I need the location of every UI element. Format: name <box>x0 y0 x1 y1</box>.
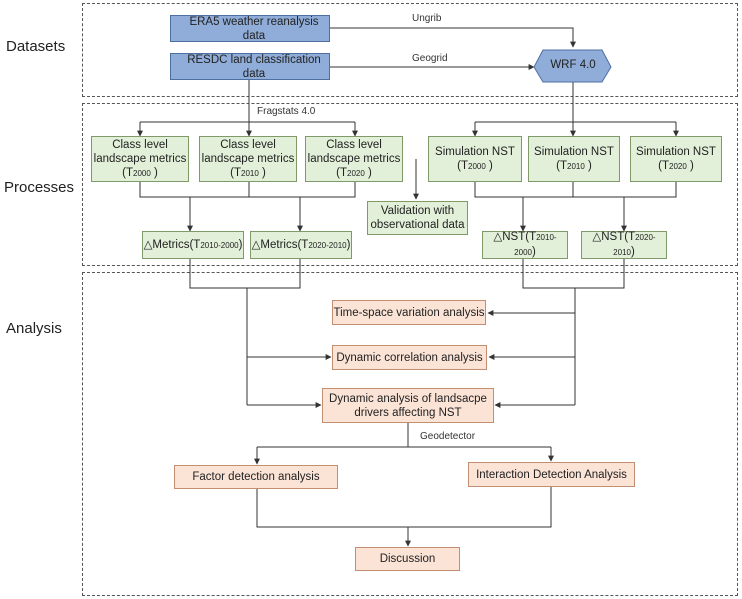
discussion-box: Discussion <box>355 547 460 571</box>
class-metrics-line1: Class level <box>220 138 276 151</box>
simulation-close: ) <box>485 159 493 172</box>
simulation-nst-2010-box: Simulation NST (T2010 ) <box>528 136 620 182</box>
era5-data-box: ERA5 weather reanalysis data <box>170 15 330 42</box>
resdc-data-box: RESDC land classification data <box>170 53 330 80</box>
delta-metrics-close: ) <box>238 238 243 251</box>
simulation-t: (T <box>556 159 567 172</box>
class-metrics-year: 2020 <box>347 168 365 178</box>
class-metrics-year: 2000 <box>133 168 151 178</box>
wrf-label: WRF 4.0 <box>550 59 596 71</box>
class-metrics-close: ) <box>150 166 158 179</box>
simulation-year: 2000 <box>468 161 486 171</box>
drivers-line2: drivers affecting NST <box>354 406 462 419</box>
simulation-year: 2010 <box>567 161 585 171</box>
delta-nst-years: 2020-2010 <box>613 233 656 257</box>
delta-metrics-close: ) <box>346 238 351 251</box>
delta-metrics-years: 2020-2010 <box>308 240 347 250</box>
resdc-label: RESDC land classification data <box>187 53 321 80</box>
class-metrics-line2: landscape metrics <box>307 152 401 165</box>
section-label-analysis: Analysis <box>6 320 62 337</box>
delta-nst-prefix: △NST(T <box>592 231 636 243</box>
wrf-hexagon <box>533 49 612 83</box>
delta-metrics-prefix: △Metrics(T <box>143 238 201 251</box>
delta-metrics-prefix: △Metrics(T <box>251 238 309 251</box>
time-space-label: Time-space variation analysis <box>333 306 485 319</box>
dynamic-correlation-label: Dynamic correlation analysis <box>336 351 483 364</box>
dynamic-correlation-box: Dynamic correlation analysis <box>332 345 487 370</box>
class-metrics-year: 2010 <box>241 168 259 178</box>
section-label-datasets: Datasets <box>6 38 66 55</box>
class-metrics-line1: Class level <box>326 138 382 151</box>
interaction-detection-box: Interaction Detection Analysis <box>468 462 635 487</box>
class-metrics-line1: Class level <box>112 138 168 151</box>
class-metrics-t: (T <box>230 166 242 179</box>
delta-nst-close: ) <box>531 246 536 258</box>
processes-panel <box>82 103 738 266</box>
section-label-processes: Processes <box>4 179 75 196</box>
interaction-detection-label: Interaction Detection Analysis <box>476 468 627 481</box>
class-metrics-line2: landscape metrics <box>93 152 187 165</box>
validation-line1: Validation with <box>380 205 455 217</box>
simulation-line1: Simulation NST <box>435 145 515 158</box>
class-metrics-2000-box: Class level landscape metrics (T2000 ) <box>91 136 189 182</box>
fragstats-label: Fragstats 4.0 <box>257 106 316 117</box>
delta-nst-2020-2010-box: △NST(T2020-2010) <box>581 231 667 259</box>
landscape-drivers-box: Dynamic analysis of landsacpe drivers af… <box>322 388 494 423</box>
datasets-panel <box>82 3 738 97</box>
factor-detection-box: Factor detection analysis <box>174 465 338 489</box>
discussion-label: Discussion <box>379 553 436 565</box>
delta-nst-2010-2000-box: △NST(T2010-2000) <box>482 231 568 259</box>
factor-detection-label: Factor detection analysis <box>192 471 320 483</box>
validation-line2: observational data <box>370 219 465 231</box>
class-metrics-close: ) <box>364 166 372 179</box>
simulation-year: 2020 <box>669 161 687 171</box>
time-space-analysis-box: Time-space variation analysis <box>332 300 486 325</box>
delta-nst-prefix: △NST(T <box>493 231 537 243</box>
simulation-line1: Simulation NST <box>534 145 614 158</box>
validation-box: Validation with observational data <box>367 201 468 235</box>
class-metrics-2010-box: Class level landscape metrics (T2010 ) <box>199 136 297 182</box>
delta-nst-years: 2010-2000 <box>514 233 557 257</box>
delta-metrics-2010-2000-box: △Metrics(T2010-2000) <box>142 231 244 259</box>
delta-metrics-2020-2010-box: △Metrics(T2020-2010) <box>250 231 352 259</box>
class-metrics-2020-box: Class level landscape metrics (T2020 ) <box>305 136 403 182</box>
analysis-panel <box>82 272 738 596</box>
class-metrics-line2: landscape metrics <box>201 152 295 165</box>
geogrid-label: Geogrid <box>412 53 448 64</box>
simulation-nst-2000-box: Simulation NST (T2000 ) <box>428 136 522 182</box>
simulation-close: ) <box>686 159 694 172</box>
era5-label: ERA5 weather reanalysis data <box>189 15 319 42</box>
simulation-close: ) <box>584 159 592 172</box>
ungrib-label: Ungrib <box>412 13 442 24</box>
simulation-t: (T <box>658 159 669 172</box>
class-metrics-t: (T <box>122 166 134 179</box>
delta-nst-close: ) <box>630 246 635 258</box>
simulation-t: (T <box>457 159 468 172</box>
simulation-line1: Simulation NST <box>636 145 716 158</box>
delta-metrics-years: 2010-2000 <box>200 240 239 250</box>
drivers-line1: Dynamic analysis of landsacpe <box>329 392 487 405</box>
geodetector-label: Geodetector <box>420 431 476 442</box>
simulation-nst-2020-box: Simulation NST (T2020 ) <box>630 136 722 182</box>
class-metrics-close: ) <box>258 166 266 179</box>
class-metrics-t: (T <box>336 166 348 179</box>
